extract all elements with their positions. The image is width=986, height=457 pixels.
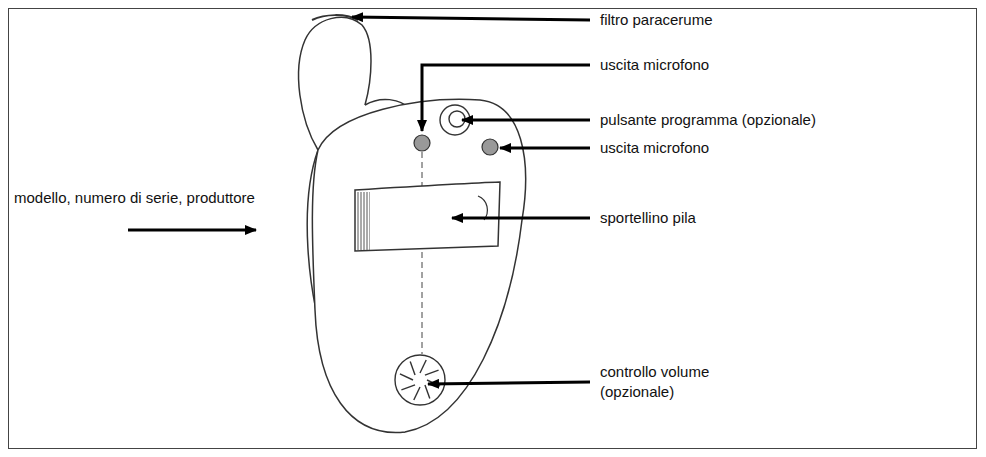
part-label: uscita microfono — [600, 55, 960, 75]
center-line — [422, 152, 423, 354]
wheel-spoke — [414, 387, 420, 400]
frame — [9, 9, 977, 449]
part-label: filtro paracerume — [600, 10, 960, 30]
part-label: modello, numero di serie, produttore — [14, 188, 259, 208]
volume-wheel — [395, 355, 445, 405]
wheel-spoke — [401, 385, 415, 390]
part-label: sportellino pila — [600, 208, 960, 228]
part-label: pulsante programma (opzionale) — [600, 110, 970, 130]
wheel-spoke — [425, 385, 430, 399]
wheel-spoke — [400, 374, 413, 380]
part-label: controllo volume (opzionale) — [600, 362, 775, 402]
microphone-port — [414, 135, 430, 151]
wheel-spoke — [420, 360, 426, 373]
part-label: uscita microfono — [600, 138, 960, 158]
microphone-port — [482, 139, 498, 155]
wheel-spoke — [425, 370, 439, 375]
hearing-aid-body — [299, 15, 526, 432]
wheel-spoke — [410, 361, 415, 375]
